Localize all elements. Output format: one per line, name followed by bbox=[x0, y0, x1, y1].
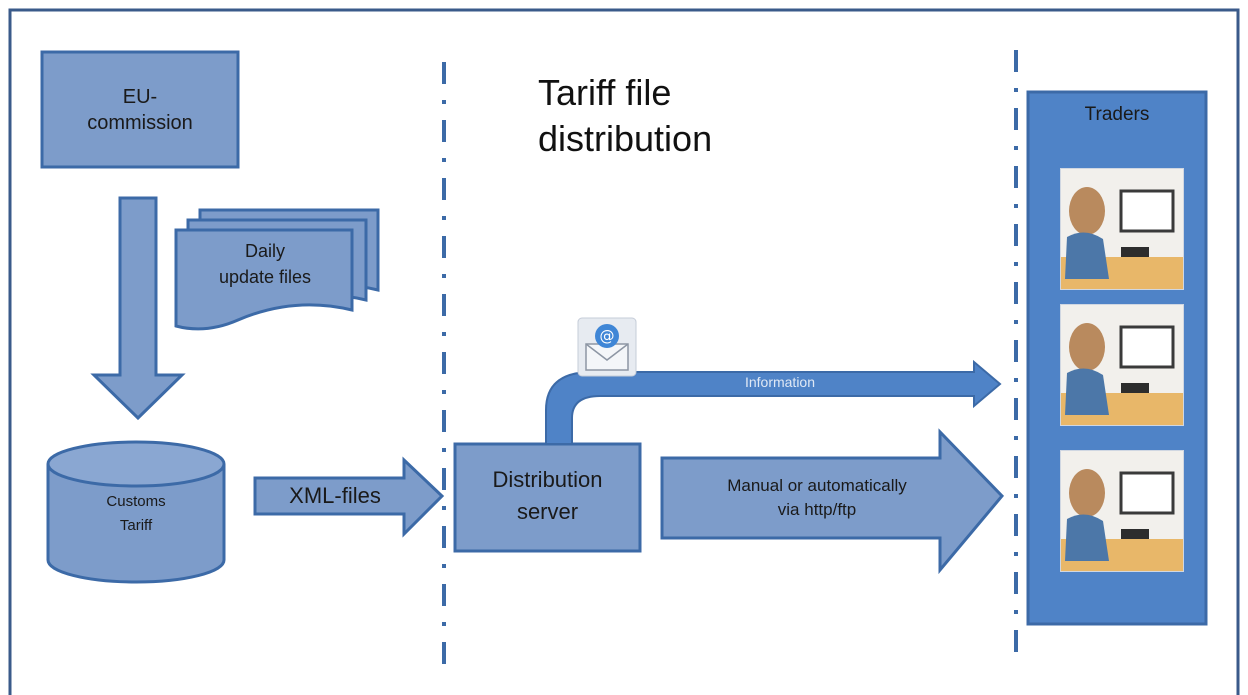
customs-tariff-cylinder bbox=[46, 464, 226, 584]
information-arrow bbox=[545, 359, 1002, 445]
daily-update-files-label: Daily update files bbox=[218, 241, 312, 287]
customs-tariff-label: Customs Tariff bbox=[106, 493, 166, 534]
xml-files-label: XML-files bbox=[289, 483, 381, 508]
person-at-computer-icon bbox=[1061, 451, 1183, 571]
xml-files-arrow bbox=[253, 456, 445, 538]
person-at-computer-icon bbox=[1061, 305, 1183, 425]
svg-text:@: @ bbox=[600, 327, 615, 345]
distribution-server-box bbox=[453, 442, 642, 553]
person-at-computer-icon bbox=[1061, 169, 1183, 289]
distribution-server-label: Distribution server bbox=[492, 467, 603, 524]
eu-commission-label: EU- commission bbox=[87, 86, 193, 134]
trader-photo-1 bbox=[1060, 168, 1184, 290]
eu-commission-box bbox=[40, 50, 240, 169]
information-label: Information bbox=[744, 374, 816, 390]
customs-tariff-cylinder-top bbox=[46, 440, 226, 488]
doc-stack-front bbox=[174, 228, 354, 331]
trader-photo-2 bbox=[1060, 304, 1184, 426]
traders-label: Traders bbox=[1084, 104, 1150, 125]
trader-photo-3 bbox=[1060, 450, 1184, 572]
email-icon: @ bbox=[577, 317, 637, 377]
manual-automatic-label: Manual or automatically via http/ftp bbox=[727, 476, 907, 519]
manual-automatic-arrow bbox=[660, 428, 1005, 575]
diagram-title: Tariff file distribution bbox=[538, 72, 713, 159]
down-arrow bbox=[90, 196, 186, 421]
